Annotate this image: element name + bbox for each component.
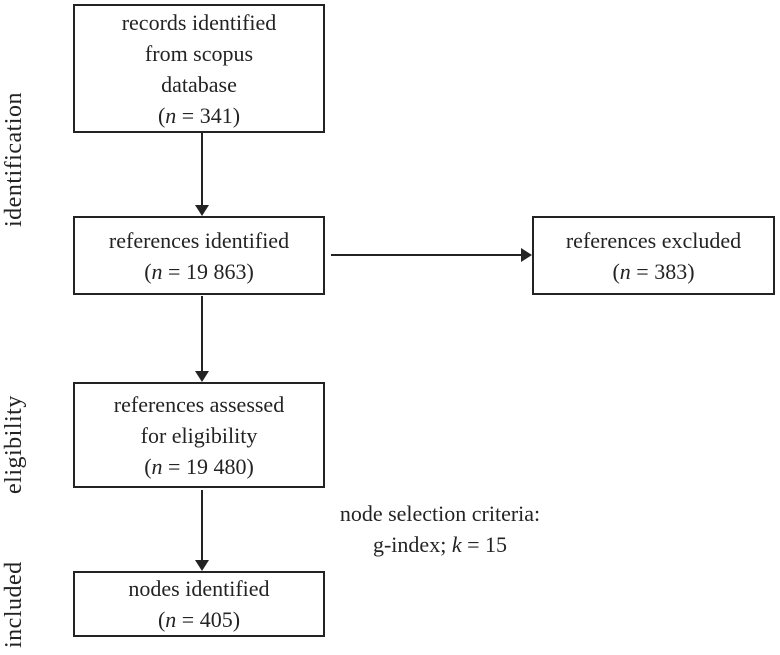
count-prefix: ( [157, 607, 166, 632]
box-text-line: database [161, 71, 237, 97]
records-identified-box: records identified from scopus database … [73, 4, 325, 133]
arrow-shaft [201, 133, 203, 205]
annotation-line-2: g-index; k = 15 [305, 529, 575, 560]
count-prefix: ( [157, 102, 166, 128]
annotation-variable: k [451, 532, 462, 557]
count-line: (n = 19 863) [144, 256, 254, 287]
arrowhead-down-icon [195, 371, 209, 382]
count-value: = 341) [176, 102, 241, 128]
arrow-shaft [201, 490, 203, 560]
count-value: = 405) [176, 607, 241, 632]
arrow-shaft [201, 296, 203, 371]
count-value: = 19 480) [162, 453, 254, 479]
box-text-line: nodes identified [128, 576, 270, 601]
references-identified-box: references identified (n = 19 863) [73, 216, 325, 295]
count-line: (n = 19 480) [144, 451, 254, 482]
arrow-records-to-references-icon [195, 133, 209, 216]
count-variable: n [165, 102, 177, 128]
box-text-line: references identified [108, 227, 290, 253]
count-prefix: ( [612, 258, 620, 284]
count-value: = 383) [630, 258, 695, 284]
arrow-references-to-excluded-icon [331, 248, 532, 262]
nodes-identified-box: nodes identified (n = 405) [73, 571, 325, 637]
count-variable: n [151, 258, 163, 284]
count-variable: n [165, 607, 177, 632]
arrow-references-to-assessed-icon [195, 296, 209, 382]
box-text-line: references excluded [565, 227, 742, 253]
box-text-line: records identified [121, 9, 277, 35]
count-variable: n [619, 258, 631, 284]
references-excluded-box: references excluded (n = 383) [532, 216, 775, 295]
arrow-assessed-to-nodes-icon [195, 490, 209, 571]
annotation-line-1: node selection criteria: [339, 501, 541, 526]
arrowhead-down-icon [195, 205, 209, 216]
count-line: (n = 405) [158, 604, 240, 635]
annotation-value: = 15 [461, 532, 507, 557]
count-prefix: ( [144, 258, 152, 284]
arrow-shaft [331, 254, 521, 256]
arrowhead-down-icon [195, 560, 209, 571]
count-value: = 19 863) [162, 258, 254, 284]
count-prefix: ( [144, 453, 152, 479]
stage-label-identification: identification [1, 92, 27, 228]
references-assessed-box: references assessed for eligibility (n =… [73, 382, 325, 488]
box-text-line: from scopus [144, 40, 254, 66]
annotation-prefix: g-index; [372, 532, 452, 557]
stage-label-eligibility: eligibility [1, 395, 27, 495]
node-selection-criteria-note: node selection criteria: g-index; k = 15 [305, 498, 575, 560]
count-line: (n = 341) [158, 100, 240, 131]
stage-label-included: included [1, 561, 27, 648]
count-line: (n = 383) [612, 256, 694, 287]
box-text-line: references assessed [113, 391, 285, 417]
arrowhead-right-icon [521, 248, 532, 262]
box-text-line: for eligibility [140, 422, 258, 448]
count-variable: n [151, 453, 163, 479]
